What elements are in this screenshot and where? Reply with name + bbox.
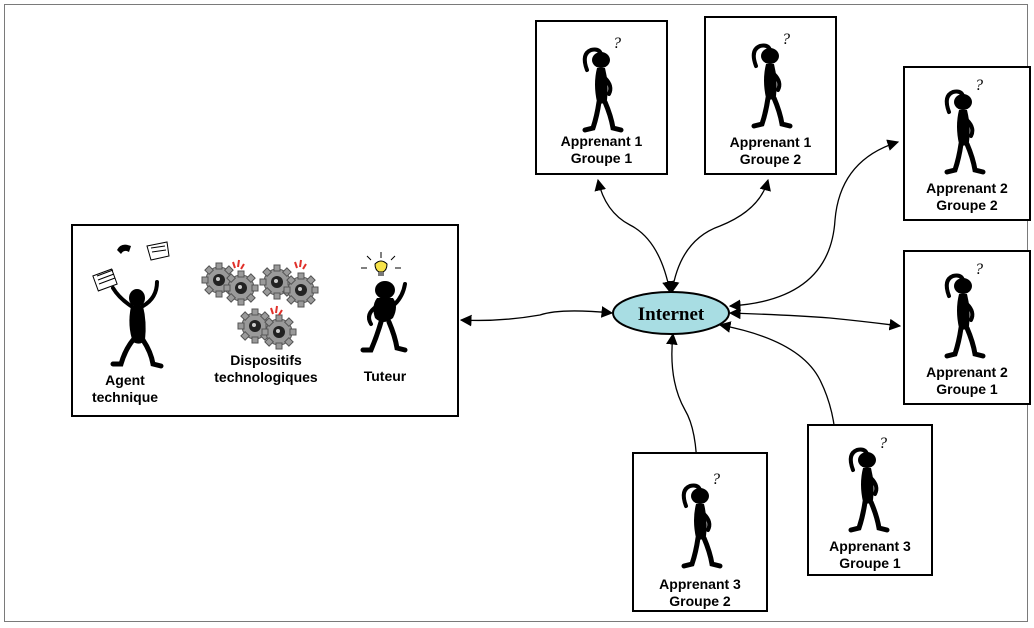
support-panel: Agent technique Dispositifs technologiqu… [71,224,459,417]
thinking-figure-icon [839,436,899,536]
link-learner-6 [666,332,703,476]
link-learner-5 [718,321,842,449]
link-learner-4 [728,307,902,331]
internet-label: Internet [638,304,705,325]
agent-label: Agent technique [91,372,159,405]
link-learner-3 [728,139,900,312]
thinking-figure-icon [935,262,995,362]
thinking-figure-icon [573,36,633,136]
thinking-figure-icon [935,78,995,178]
tutor-figure-icon [360,252,408,353]
support-illustrations [92,241,408,369]
link-learner-1 [594,178,674,294]
devices-label: Dispositifs technologiques [214,352,318,385]
link-learner-2 [667,178,771,294]
agent-figure-icon [92,241,170,369]
gears-icon [201,259,319,350]
link-left-panel [459,306,614,327]
tutor-label: Tuteur [363,368,407,384]
internet-hub [612,291,730,335]
thinking-figure-icon [672,472,732,572]
thinking-figure-icon [742,32,802,132]
